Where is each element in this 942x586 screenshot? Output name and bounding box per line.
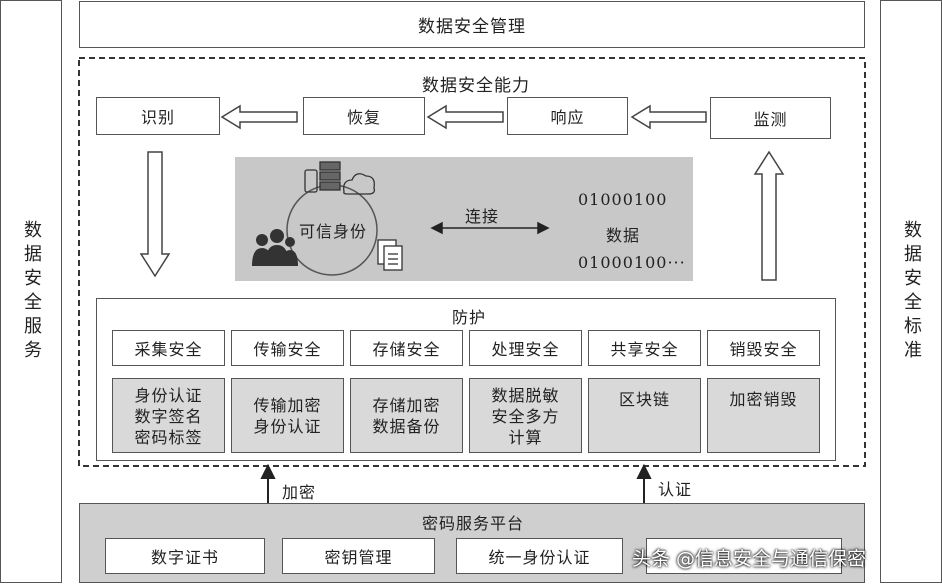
- binary-bottom: 01000100···: [578, 253, 686, 272]
- binary-top: 01000100: [578, 190, 668, 209]
- measure-label: 数据脱敏 安全多方 计算: [491, 386, 560, 447]
- measure-store: 存储加密 数据备份: [350, 378, 463, 453]
- measure-share: 区块链: [588, 378, 701, 453]
- measure-destroy: 加密销毁: [707, 378, 820, 453]
- step-identify: 识别: [96, 97, 220, 135]
- measure-collect: 身份认证 数字签名 密码标签: [112, 378, 225, 453]
- category-label: 存储安全: [372, 340, 441, 359]
- category-transmit: 传输安全: [231, 330, 344, 366]
- connect-arrow: [430, 221, 550, 235]
- measure-label: 区块链: [618, 390, 670, 409]
- step-identify-label: 识别: [140, 108, 175, 127]
- category-store: 存储安全: [350, 330, 463, 366]
- category-label: 销毁安全: [729, 340, 798, 359]
- measure-label: 传输加密 身份认证: [253, 396, 322, 436]
- arrow-respond-to-recover: [426, 104, 504, 130]
- device-cloud-icon: [304, 161, 376, 195]
- step-respond: 响应: [507, 97, 628, 135]
- flow-arrows: [139, 104, 785, 281]
- category-share: 共享安全: [588, 330, 701, 366]
- measure-label: 存储加密 数据备份: [372, 396, 441, 436]
- category-collect: 采集安全: [112, 330, 225, 366]
- watermark: 头条 @信息安全与通信保密: [632, 548, 867, 570]
- data-label: 数据: [606, 226, 641, 245]
- data-security-standard-panel: 数据安全标准: [880, 0, 942, 583]
- measure-label: 身份认证 数字签名 密码标签: [134, 386, 203, 447]
- protection-title: 防护: [452, 308, 487, 327]
- platform-item-hidden: [646, 538, 842, 574]
- measure-transmit: 传输加密 身份认证: [231, 378, 344, 453]
- platform-item-label: 数字证书: [150, 548, 219, 567]
- step-recover-label: 恢复: [346, 108, 381, 127]
- step-respond-label: 响应: [550, 108, 585, 127]
- category-label: 传输安全: [253, 340, 322, 359]
- measure-label: 加密销毁: [729, 390, 798, 409]
- platform-unified-auth: 统一身份认证: [456, 538, 623, 574]
- step-recover: 恢复: [303, 97, 425, 135]
- data-security-service-panel: 数据安全服务: [0, 0, 62, 583]
- document-icon: [377, 239, 403, 271]
- arrow-identify-down: [139, 151, 171, 278]
- trusted-identity-label: 可信身份: [299, 222, 368, 241]
- platform-title: 密码服务平台: [422, 514, 525, 533]
- category-label: 处理安全: [491, 340, 560, 359]
- category-destroy: 销毁安全: [707, 330, 820, 366]
- capability-frame: [78, 57, 866, 467]
- step-monitor-label: 监测: [753, 110, 788, 129]
- platform-item-label: 统一身份认证: [488, 548, 591, 567]
- category-label: 共享安全: [610, 340, 679, 359]
- capability-title: 数据安全能力: [422, 76, 530, 96]
- auth-label: 认证: [658, 480, 693, 499]
- category-label: 采集安全: [134, 340, 203, 359]
- connect-label: 连接: [465, 207, 500, 226]
- step-monitor: 监测: [710, 97, 831, 139]
- people-icon: [252, 229, 298, 266]
- platform-item-label: 密钥管理: [324, 548, 393, 567]
- encrypt-label: 加密: [282, 483, 317, 502]
- platform-key-mgmt: 密钥管理: [282, 538, 435, 574]
- category-process: 处理安全: [469, 330, 582, 366]
- data-security-standard-label: 数据安全标准: [901, 219, 922, 364]
- data-security-service-label: 数据安全服务: [21, 219, 42, 364]
- data-security-management-box: 数据安全管理: [79, 1, 865, 48]
- arrow-recover-to-identify: [220, 104, 298, 130]
- arrow-up-to-monitor: [753, 150, 785, 281]
- data-security-management-label: 数据安全管理: [418, 17, 526, 37]
- platform-arrows: [260, 463, 652, 503]
- center-panel: [235, 157, 693, 281]
- measure-process: 数据脱敏 安全多方 计算: [469, 378, 582, 453]
- platform-digital-cert: 数字证书: [105, 538, 265, 574]
- arrow-monitor-to-respond: [630, 104, 707, 130]
